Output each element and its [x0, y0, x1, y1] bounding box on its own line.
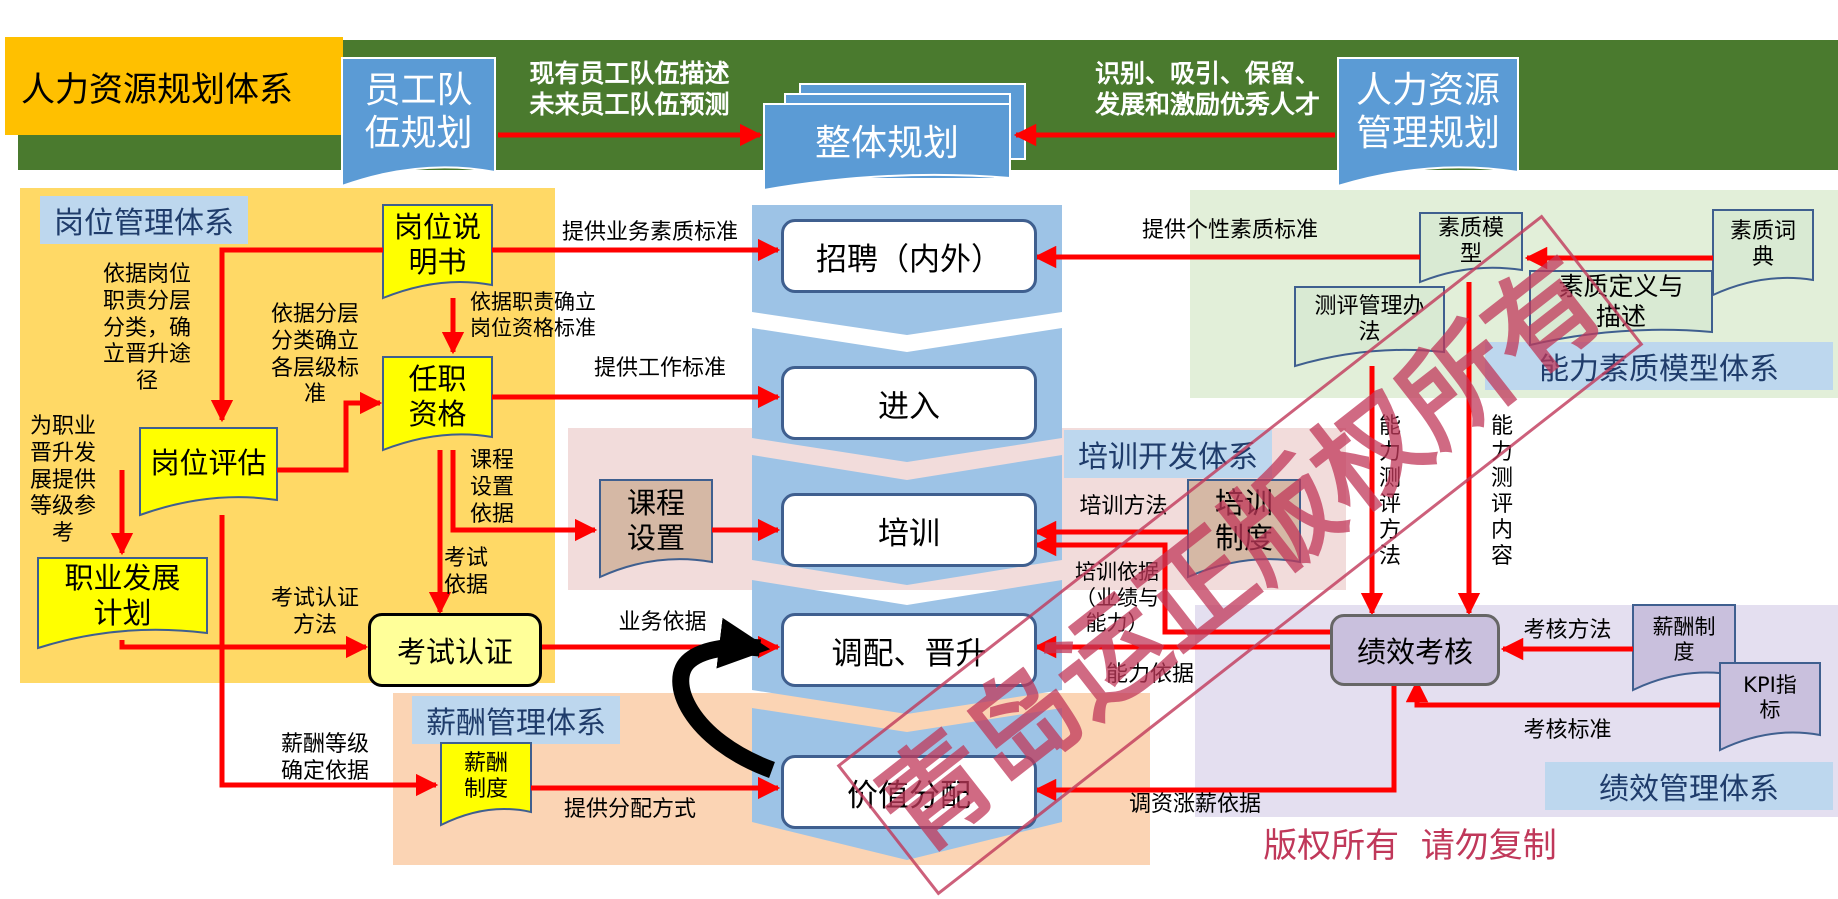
label-exam-basis: 考试 依据 [443, 546, 488, 598]
copyright-notice: 版权所有 请勿复制 [1263, 826, 1557, 866]
label-qualification-standard: 依据职责确立 岗位资格标准 [470, 290, 596, 340]
exam-certification-box: 考试认证 [368, 613, 542, 687]
label-distribution-method: 提供分配方式 [563, 797, 696, 822]
label-personality-quality-standard: 提供个性素质标准 [1141, 218, 1318, 243]
flow-entry: 进入 [781, 366, 1037, 440]
job-eval-doc [139, 427, 278, 517]
label-business-basis: 业务依据 [618, 610, 707, 635]
flow-recruit: 招聘（内外） [781, 219, 1037, 293]
label-business-quality-standard: 提供业务素质标准 [561, 220, 738, 245]
job-eval-text: 岗位评估 [150, 445, 267, 480]
label-appraisal-method: 考核方法 [1523, 618, 1612, 643]
position-region-title: 岗位管理体系 [40, 196, 248, 244]
arrow-eval-to-salary [219, 515, 439, 797]
label-training-basis: 培训依据 （业绩与 能力） [1075, 560, 1159, 636]
comp-dict-doc [1712, 209, 1814, 297]
overall-plan-doc [763, 103, 1011, 192]
top-left-annotation: 现有员工队伍描述 未来员工队伍预测 [529, 59, 730, 120]
arrow-career-to-exam [119, 635, 369, 659]
label-promotion-path: 依据岗位 职责分层 分类，确 立晋升途 径 [102, 262, 191, 395]
salary-region-title: 薪酬管理体系 [412, 696, 620, 744]
salary-sys-text: 薪酬 制度 [463, 750, 508, 802]
eval-method-text: 测评管理办 法 [1314, 293, 1425, 345]
hr-mgmt-plan-text: 人力资源 管理规划 [1355, 69, 1500, 154]
label-appraisal-standard: 考核标准 [1523, 718, 1612, 743]
qualification-doc [382, 356, 493, 452]
label-eval-content-vertical: 能 力 测 评 内 容 [1490, 414, 1513, 569]
comp-dict-text: 素质词 典 [1729, 218, 1796, 270]
label-salary-grade-basis: 薪酬等级 确定依据 [280, 732, 369, 784]
job-desc-doc [382, 204, 493, 300]
arrow-perf-to-value [1033, 682, 1397, 802]
label-course-basis: 课程 设置 依据 [469, 448, 514, 527]
flow-transfer-promotion: 调配、晋升 [781, 613, 1037, 687]
salary-sys-doc [440, 742, 532, 827]
qualification-text: 任职 资格 [408, 362, 467, 431]
comp-model-text: 素质模 型 [1437, 215, 1504, 267]
career-plan-doc [37, 557, 208, 650]
main-title: 人力资源规划体系 [21, 69, 293, 110]
staff-plan-doc [341, 57, 496, 188]
flow-training: 培训 [781, 493, 1037, 567]
course-text: 课程 设置 [626, 486, 685, 555]
label-career-reference: 为职业 晋升发 展提供 等级参 考 [29, 414, 96, 547]
overall-plan-text: 整体规划 [814, 123, 959, 165]
job-desc-text: 岗位说 明书 [393, 210, 481, 279]
career-plan-text: 职业发展 计划 [64, 561, 181, 630]
label-salary-raise-basis: 调资涨薪依据 [1128, 792, 1261, 817]
training-sys-text: 培训 制度 [1214, 486, 1273, 555]
label-level-standard: 依据分层 分类确立 各层级标 准 [270, 302, 359, 408]
title-box: 人力资源规划体系 [5, 37, 343, 135]
comp-def-text: 素质定义与 描述 [1558, 272, 1684, 331]
label-exam-method: 考试认证 方法 [270, 586, 359, 638]
label-training-method: 培训方法 [1079, 494, 1168, 519]
salary-sys-r-text: 薪酬制 度 [1652, 614, 1716, 664]
kpi-text: KPI指 标 [1743, 672, 1797, 722]
hr-mgmt-plan-doc [1337, 57, 1519, 188]
flow-value-distribution: 价值分配 [781, 755, 1037, 829]
staff-plan-text: 员工队 伍规划 [364, 69, 473, 154]
arrow-qual-to-course [450, 450, 598, 542]
arrow-eval-to-qual [277, 391, 383, 473]
label-eval-method-vertical: 能 力 测 评 方 法 [1378, 414, 1401, 569]
label-work-standard: 提供工作标准 [593, 356, 726, 381]
curved-arrow-value-to-transfer [672, 617, 775, 778]
performance-appraisal-box: 绩效考核 [1330, 614, 1500, 686]
arrow-jobdesc-to-eval [210, 247, 383, 423]
top-right-annotation: 识别、吸引、保留、 发展和激励优秀人才 [1094, 59, 1320, 120]
course-doc [599, 479, 713, 579]
kpi-doc [1719, 662, 1821, 752]
label-ability-basis: 能力依据 [1105, 662, 1194, 687]
